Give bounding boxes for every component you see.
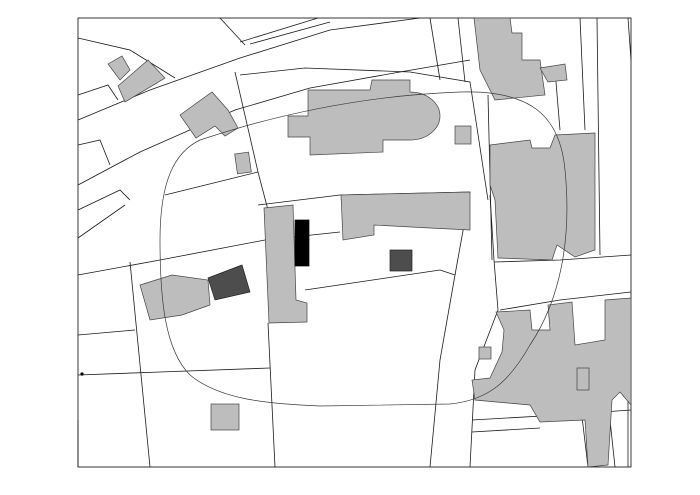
highlighted-building-central xyxy=(294,219,310,267)
highlighted-buildings xyxy=(207,219,413,301)
highlighted-building-west xyxy=(207,264,251,301)
reference-point xyxy=(80,372,84,376)
map-frame xyxy=(77,17,632,468)
protection-zone-outline xyxy=(159,91,568,407)
buildings xyxy=(107,17,632,468)
highlighted-building-east xyxy=(389,249,413,272)
